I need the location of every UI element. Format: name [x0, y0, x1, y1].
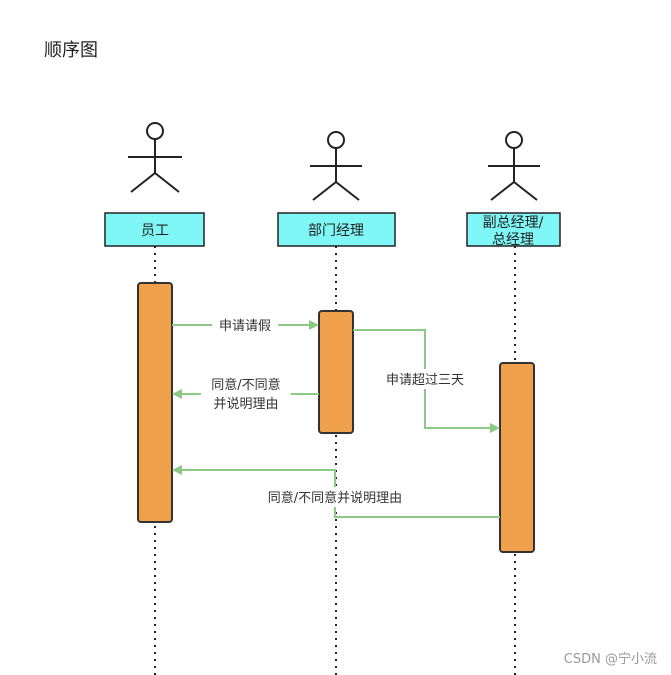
activation-dept-manager: [318, 310, 354, 434]
label-reply-1-line1: 同意/不同意: [211, 377, 280, 393]
actor-box-dept-manager: [277, 212, 396, 247]
label-reply-1-line2: 并说明理由: [213, 397, 278, 412]
activation-employee: [137, 282, 173, 523]
actor-box-vp-gm: [466, 212, 561, 247]
label-bg-request-leave: [212, 316, 278, 334]
label-bg-reply-2: [255, 487, 415, 507]
actor-label-dept-manager: 部门经理: [308, 223, 364, 239]
actor-figure-dept-manager: [310, 131, 362, 201]
actor-box-employee: [104, 212, 205, 247]
actor-label-vp-gm-line1: 副总经理/: [483, 215, 544, 231]
actor-figure-vp-gm: [488, 131, 540, 201]
label-over-three-days: 申请超过三天: [386, 373, 464, 388]
page-title: 顺序图: [44, 40, 98, 61]
watermark: CSDN @宁小流: [563, 652, 657, 667]
actor-figure-employee: [128, 122, 182, 193]
actor-label-employee: 员工: [141, 223, 169, 239]
label-reply-2: 同意/不同意并说明理由: [268, 490, 402, 506]
label-bg-over-three-days: [378, 369, 472, 389]
activation-vp-gm: [499, 362, 535, 553]
label-bg-reply-1: [201, 376, 291, 412]
actor-label-vp-gm-line2: 总经理: [492, 232, 534, 248]
label-request-leave: 申请请假: [219, 319, 271, 334]
